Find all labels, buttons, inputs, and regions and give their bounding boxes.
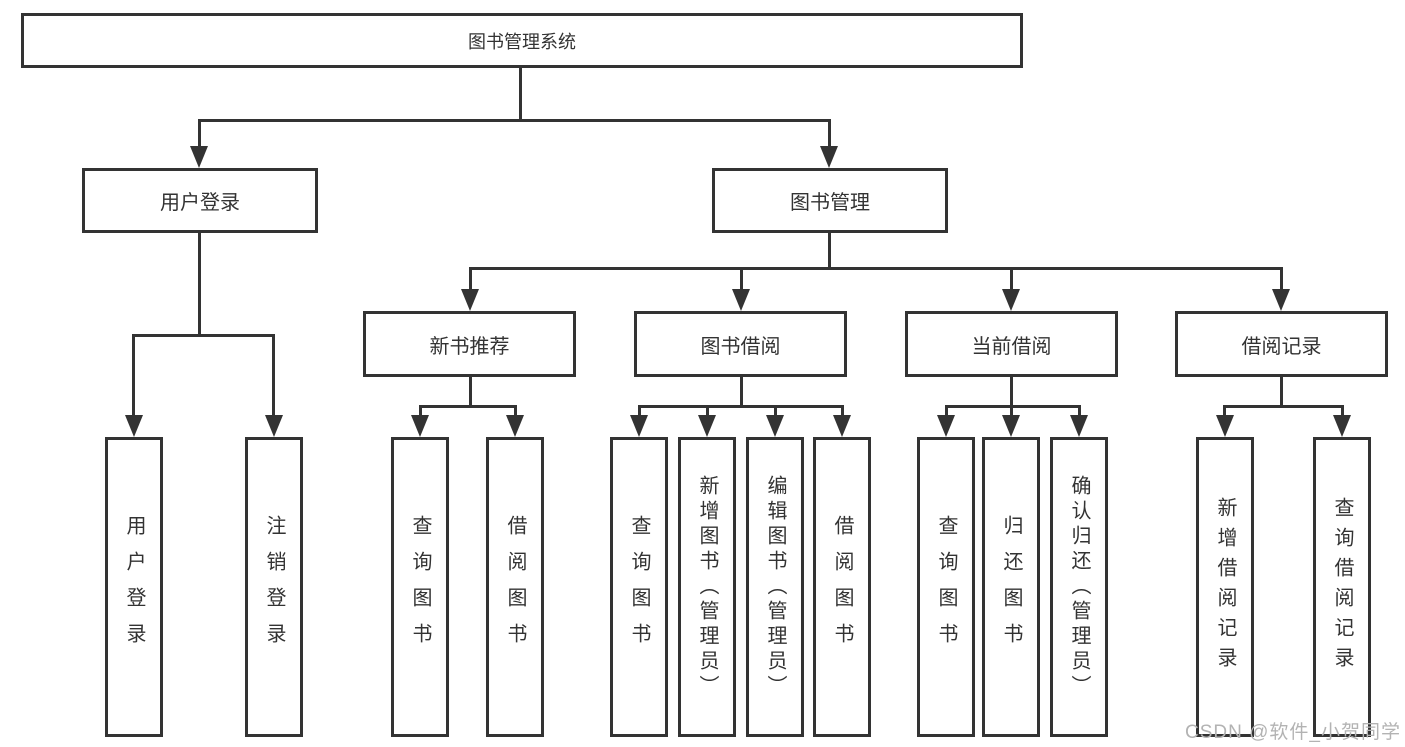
arrow-to-borrow-record [1272,289,1290,311]
leaf-label: 新增借阅记录 [1214,497,1236,677]
node-new-book-recommend-label: 新书推荐 [429,335,510,358]
arrow-to-leaf [766,415,784,437]
arrow-to-current-borrow [1002,289,1020,311]
leaf-label: 编辑图书（管理员） [764,474,786,700]
connector-current-borrow-trunk [1010,375,1013,408]
connector-new-book-trunk [469,375,472,408]
node-book-borrow-label: 图书借阅 [700,335,781,358]
arrow-to-leaf [506,415,524,437]
arrow-to-new-book [461,289,479,311]
leaf-label: 新增图书（管理员） [696,474,718,700]
node-book-management: 图书管理 [712,168,948,233]
leaf-label: 借阅图书 [504,515,526,659]
connector-new-book-bar [419,405,517,408]
arrow-to-leaf [937,415,955,437]
leaf-logout: 注销登录 [245,437,303,737]
leaf-label: 查询图书 [628,515,650,659]
connector-leaf-stem [945,405,948,417]
node-root-label: 图书管理系统 [468,31,576,52]
connector-root-trunk [519,66,522,122]
connector-stem-book-borrow [740,267,743,291]
leaf-user-login: 用户登录 [105,437,163,737]
node-book-borrow: 图书借阅 [634,311,847,377]
connector-leaf-stem [514,405,517,417]
leaf-query-book-2: 查询图书 [610,437,668,737]
leaf-label: 用户登录 [123,515,145,659]
leaf-query-book-1: 查询图书 [391,437,449,737]
leaf-label: 查询借阅记录 [1331,497,1353,677]
leaf-add-borrow-record: 新增借阅记录 [1196,437,1254,737]
arrow-to-leaf [1070,415,1088,437]
leaf-confirm-return-admin: 确认归还（管理员） [1050,437,1108,737]
connector-book-mgmt-trunk [828,231,831,270]
node-book-management-label: 图书管理 [790,192,870,214]
connector-leaf-stem [1010,405,1013,417]
arrow-to-leaf [698,415,716,437]
node-current-borrow-label: 当前借阅 [971,335,1052,358]
connector-leaf-stem [841,405,844,417]
leaf-label: 确认归还（管理员） [1068,474,1090,700]
arrow-to-leaf [833,415,851,437]
leaf-label: 借阅图书 [831,515,853,659]
connector-leaf-stem [706,405,709,417]
leaf-borrow-book-1: 借阅图书 [486,437,544,737]
leaf-label: 查询图书 [409,515,431,659]
arrow-to-book-mgmt [820,146,838,168]
connector-leaf-stem [774,405,777,417]
node-current-borrow: 当前借阅 [905,311,1118,377]
connector-borrow-record-bar [1223,405,1344,408]
arrow-to-leaf [630,415,648,437]
node-borrow-record: 借阅记录 [1175,311,1388,377]
connector-user-login-bar [132,334,275,337]
arrow-to-logout-leaf [265,415,283,437]
connector-borrow-record-trunk [1280,375,1283,408]
connector-level2 [469,267,1283,270]
arrow-to-leaf [411,415,429,437]
connector-level1 [198,119,831,122]
node-new-book-recommend: 新书推荐 [363,311,576,377]
leaf-query-borrow-record: 查询借阅记录 [1313,437,1371,737]
node-user-login: 用户登录 [82,168,318,233]
node-root: 图书管理系统 [21,13,1023,68]
connector-stem-user-login [198,119,201,150]
connector-stem-new-book [469,267,472,291]
node-user-login-label: 用户登录 [160,192,240,214]
connector-stem-login-leaf [132,334,135,417]
arrow-to-leaf [1333,415,1351,437]
arrow-to-user-login [190,146,208,168]
connector-stem-current-borrow [1010,267,1013,291]
connector-leaf-stem [419,405,422,417]
arrow-to-leaf [1002,415,1020,437]
connector-leaf-stem [1341,405,1344,417]
connector-leaf-stem [1223,405,1226,417]
leaf-return-book: 归还图书 [982,437,1040,737]
leaf-add-book-admin: 新增图书（管理员） [678,437,736,737]
leaf-label: 归还图书 [1000,515,1022,659]
connector-stem-book-mgmt [828,119,831,150]
connector-stem-borrow-record [1280,267,1283,291]
connector-book-borrow-bar [638,405,844,408]
leaf-edit-book-admin: 编辑图书（管理员） [746,437,804,737]
node-borrow-record-label: 借阅记录 [1241,335,1322,358]
leaf-label: 注销登录 [263,515,285,659]
connector-leaf-stem [638,405,641,417]
arrow-to-leaf [1216,415,1234,437]
leaf-borrow-book-2: 借阅图书 [813,437,871,737]
arrow-to-login-leaf [125,415,143,437]
connector-book-borrow-trunk [740,375,743,408]
arrow-to-book-borrow [732,289,750,311]
connector-leaf-stem [1078,405,1081,417]
connector-stem-logout-leaf [272,334,275,417]
csdn-watermark: CSDN @软件_小贺同学 [1185,722,1401,743]
leaf-query-book-3: 查询图书 [917,437,975,737]
connector-user-login-trunk [198,231,201,337]
leaf-label: 查询图书 [935,515,957,659]
connector-current-borrow-bar [945,405,1081,408]
